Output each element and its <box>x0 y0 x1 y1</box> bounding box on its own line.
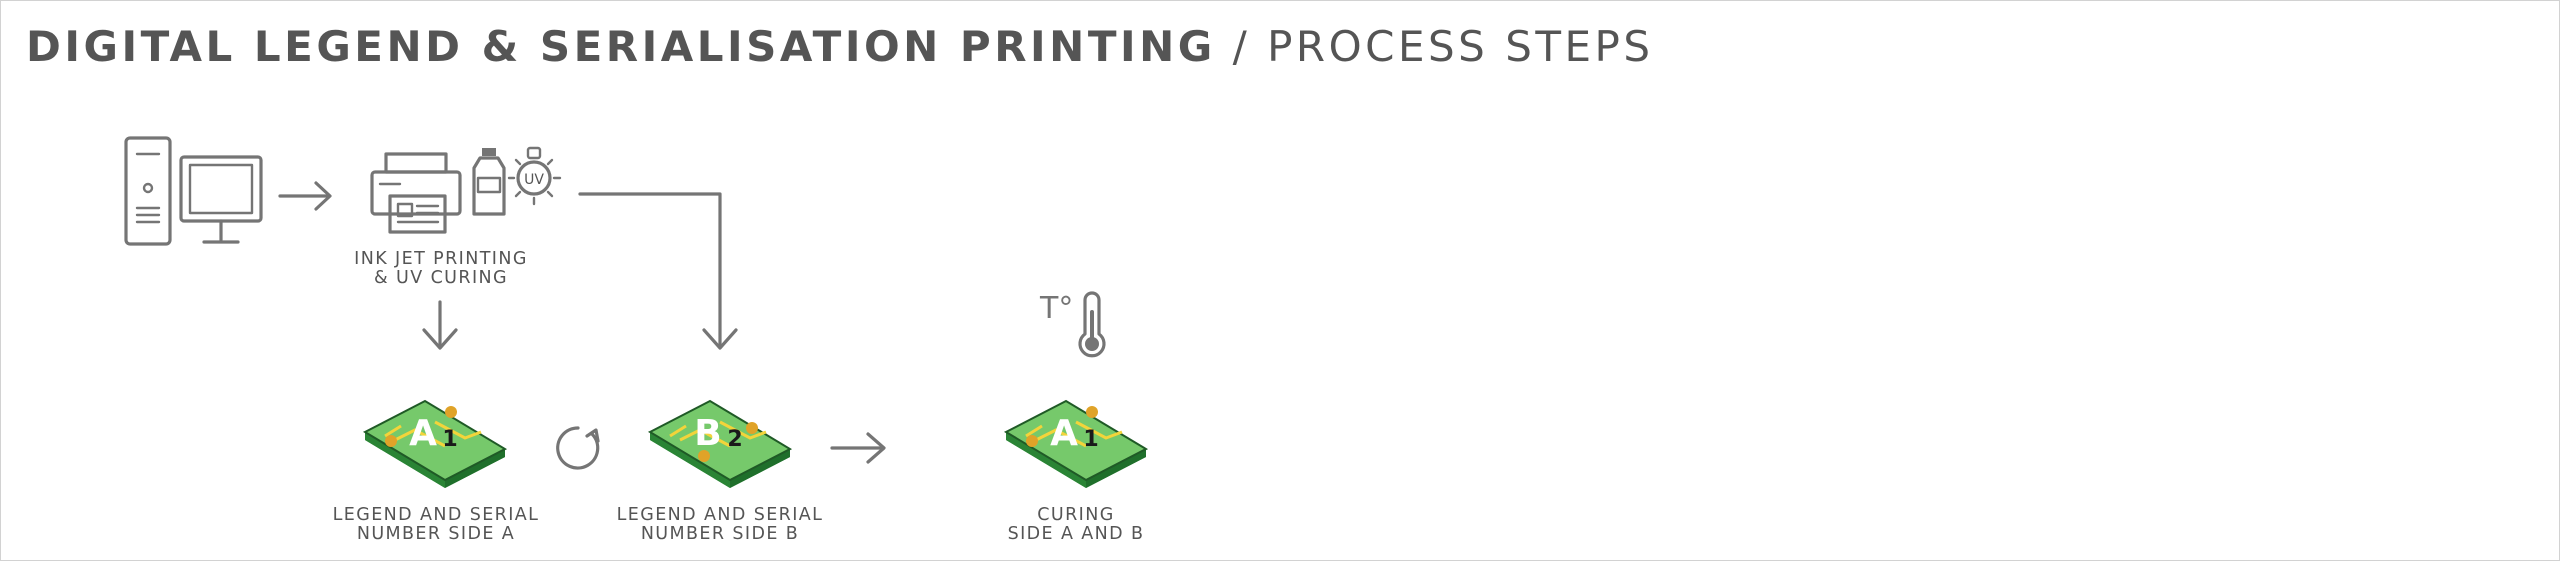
title-main: DIGITAL LEGEND & SERIALISATION PRINTING <box>26 22 1216 71</box>
title-separator: / <box>1215 22 1268 71</box>
uv-label: UV <box>524 172 544 188</box>
arrow-to-printer <box>278 181 332 211</box>
side-b-caption-line2: NUMBER SIDE B <box>641 524 799 544</box>
flip-board-icon <box>556 426 600 470</box>
uv-lamp-icon: UV <box>507 146 562 206</box>
arrow-to-side-b <box>578 192 738 350</box>
board-b-number: 2 <box>727 427 742 452</box>
curing-caption-line1: CURING <box>1037 505 1114 525</box>
page-title: DIGITAL LEGEND & SERIALISATION PRINTING … <box>26 22 1654 71</box>
board-b-letter: B <box>694 413 721 454</box>
side-b-caption-line1: LEGEND AND SERIAL <box>617 505 824 525</box>
board-a-number: 1 <box>442 427 457 452</box>
printing-caption-line2: & UV CURING <box>374 268 508 288</box>
arrow-to-curing <box>830 432 886 464</box>
temperature-label: T° <box>1039 291 1073 326</box>
curing-caption-line2: SIDE A AND B <box>1008 524 1145 544</box>
ink-bottle-icon <box>472 148 506 216</box>
board-cured-number: 1 <box>1083 427 1098 452</box>
computer-icon <box>124 136 263 246</box>
printing-caption-line1: INK JET PRINTING <box>354 249 528 269</box>
board-a-letter: A <box>409 413 437 454</box>
pcb-board-cured: A 1 <box>1004 399 1148 490</box>
side-a-caption-line1: LEGEND AND SERIAL <box>333 505 540 525</box>
pcb-board-side-b: B 2 <box>648 399 792 490</box>
side-a-caption-line2: NUMBER SIDE A <box>357 524 515 544</box>
pcb-board-side-a: A 1 <box>363 399 507 490</box>
board-cured-letter: A <box>1050 413 1078 454</box>
arrow-to-side-a <box>422 300 458 350</box>
title-sub: PROCESS STEPS <box>1267 22 1654 71</box>
thermometer-icon: T° <box>1039 291 1106 358</box>
printer-icon <box>370 152 462 234</box>
